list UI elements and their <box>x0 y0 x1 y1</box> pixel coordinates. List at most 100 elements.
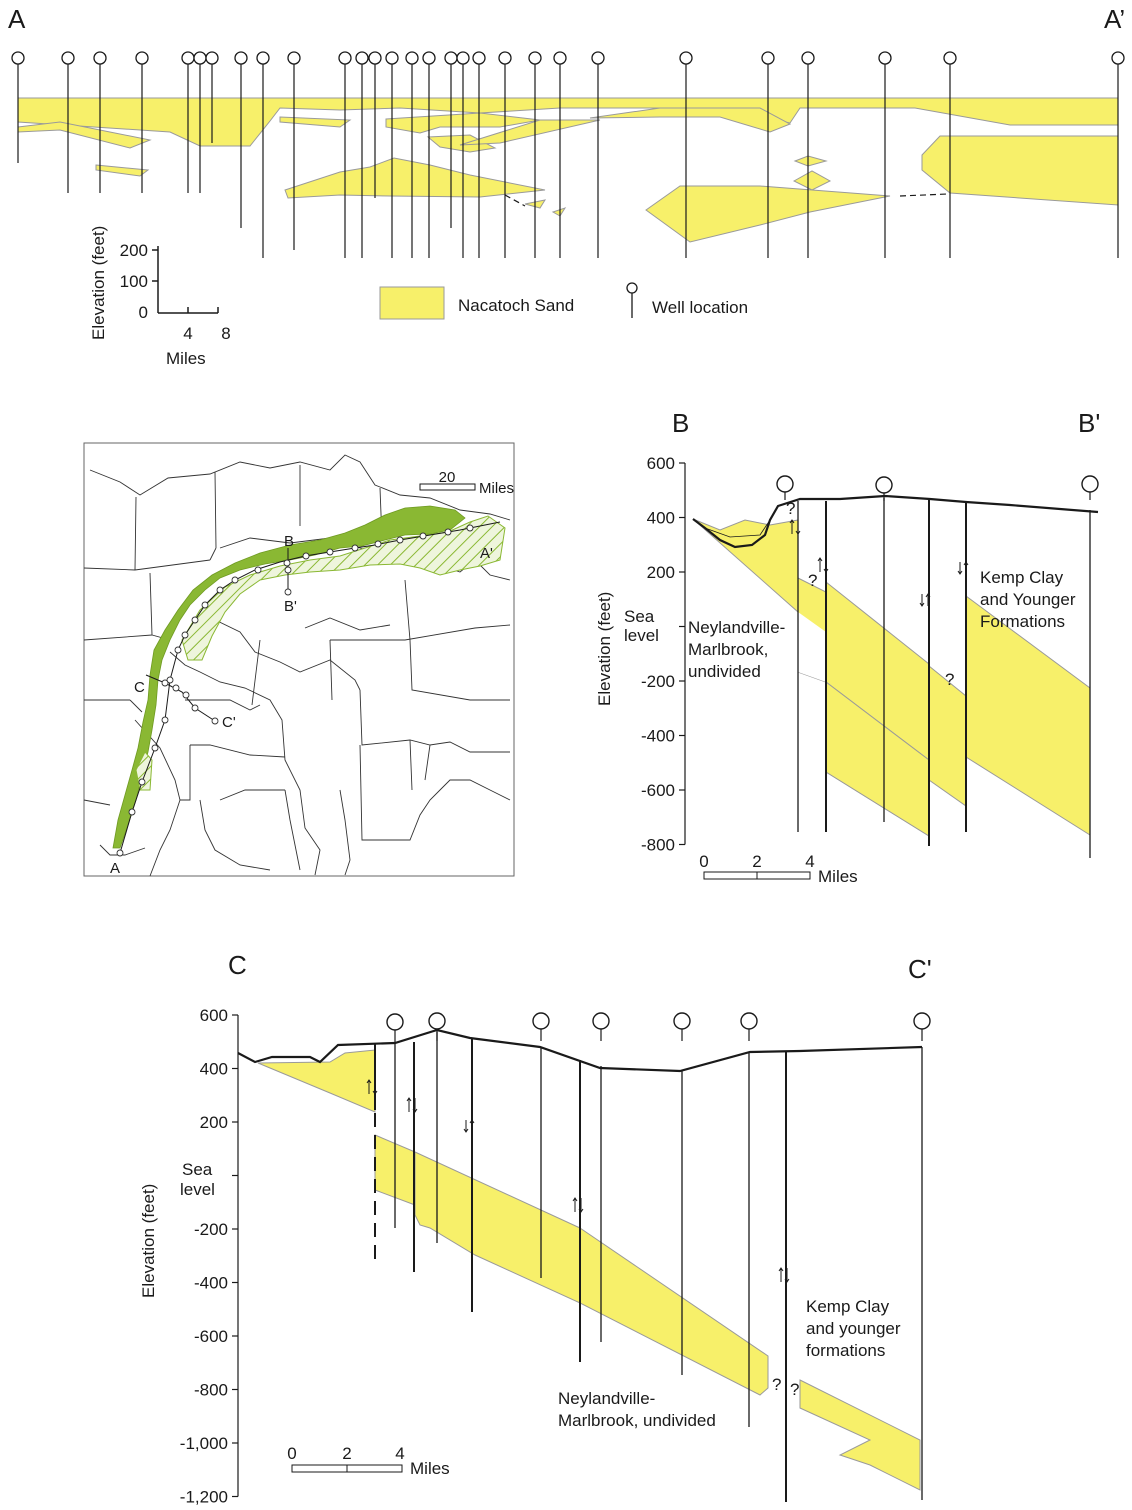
map-well-marker <box>216 586 224 594</box>
map-well-marker <box>138 778 146 786</box>
well-a <box>878 51 892 258</box>
section-c-unit-right-label: and younger <box>806 1319 901 1338</box>
map-well-marker <box>161 679 169 687</box>
sand-block-1 <box>692 518 799 614</box>
index-map: 20 Miles B A' B' C C' A <box>83 442 515 877</box>
y-tick-label: -800 <box>641 836 675 855</box>
well-head-c <box>532 1012 550 1030</box>
well-a <box>422 51 436 258</box>
y-tick-label: -800 <box>194 1381 228 1400</box>
map-scale: 20 Miles <box>419 469 514 497</box>
section-c-x-tick: 0 <box>287 1444 296 1463</box>
map-well-marker <box>374 540 382 548</box>
well-a <box>472 51 486 258</box>
map-well-marker <box>419 532 427 540</box>
section-b-unit-right-label: Kemp Clay <box>980 568 1064 587</box>
section-a-x-tick: 8 <box>221 324 230 343</box>
section-b-x-tick: 0 <box>699 852 708 871</box>
y-axis-label: Elevation (feet) <box>139 1184 158 1298</box>
map-well-marker <box>166 676 174 684</box>
sand-lens-14 <box>921 135 1119 206</box>
well-a <box>385 51 399 258</box>
section-c-sea-level-label: level <box>180 1180 215 1199</box>
section-a-x-unit: Miles <box>166 349 206 368</box>
fault-arrows-b <box>789 519 969 607</box>
section-a-y-tick: 100 <box>120 272 148 291</box>
uncertain-mark: ? <box>772 1375 781 1394</box>
y-tick-label: 200 <box>647 563 675 582</box>
line-c-c-prime <box>145 674 216 722</box>
section-b-right-label: B' <box>1078 408 1100 438</box>
section-c-sea-level-label: Sea <box>182 1160 213 1179</box>
map-scale-unit: Miles <box>479 480 514 497</box>
section-c-left-label: C <box>228 950 247 980</box>
y-tick-label: -600 <box>641 781 675 800</box>
sand-lens-12 <box>792 170 832 191</box>
section-c-x-unit: Miles <box>410 1459 450 1478</box>
well-a <box>135 51 149 193</box>
y-tick-label: 200 <box>200 1113 228 1132</box>
map-well-marker <box>201 601 209 609</box>
map-well-marker <box>284 566 292 574</box>
sand-lens-11 <box>793 155 828 167</box>
well-a <box>368 51 382 198</box>
section-b-unit-right-label: Formations <box>980 612 1065 631</box>
y-tick-label: -1,000 <box>180 1434 228 1453</box>
well-head-b <box>1081 475 1099 493</box>
section-a-right-label: A’ <box>1104 4 1125 34</box>
section-a-x-tick: 4 <box>183 324 192 343</box>
section-c-right-label: C' <box>908 954 932 984</box>
nacatoch-sand-bodies-a <box>17 97 1119 243</box>
section-c-x-tick: 2 <box>342 1444 351 1463</box>
well-a <box>405 51 419 258</box>
well-a <box>444 51 458 228</box>
y-tick-label: 400 <box>200 1060 228 1079</box>
map-frame <box>83 442 515 877</box>
outcrop-hatch-main <box>181 515 506 661</box>
map-label-a: A <box>110 860 120 877</box>
well-head-b <box>776 475 794 493</box>
legend-well-label: Well location <box>652 298 748 317</box>
map-well-marker <box>151 744 159 752</box>
uncertain-mark: ? <box>808 571 817 590</box>
map-scale-value: 20 <box>439 469 456 486</box>
section-a-y-tick: 200 <box>120 241 148 260</box>
well-a <box>1111 51 1125 258</box>
section-c-x-tick: 4 <box>395 1444 404 1463</box>
well-a <box>528 51 542 258</box>
well-a <box>679 51 693 258</box>
section-b-x-unit: Miles <box>818 867 858 886</box>
well-a <box>234 51 248 228</box>
section-b-x-tick: 2 <box>752 852 761 871</box>
y-tick-label: -200 <box>194 1220 228 1239</box>
well-a <box>256 51 270 258</box>
map-label-b-prime: B' <box>284 598 297 615</box>
map-well-marker <box>161 716 169 724</box>
scale-c: 0 2 4 Miles <box>287 1444 449 1478</box>
fault-arrows-c <box>366 1079 790 1283</box>
map-label-a-prime: A' <box>480 545 493 562</box>
map-well-marker <box>254 566 262 574</box>
well-a <box>61 51 75 193</box>
map-label-c: C <box>134 679 145 696</box>
map-well-marker <box>396 536 404 544</box>
section-c-unit-lower-label: Marlbrook, undivided <box>558 1411 716 1430</box>
scale-b: 0 2 4 Miles <box>699 852 857 886</box>
section-b-left-label: B <box>672 408 689 438</box>
well-a <box>93 51 107 193</box>
section-a-left-label: A <box>8 4 26 34</box>
sand-lens-2 <box>95 164 150 177</box>
section-b-sea-level-label: Sea <box>624 607 655 626</box>
well-a <box>181 51 195 193</box>
nacatoch-sand-bodies-c <box>257 1049 921 1491</box>
map-label-c-prime: C' <box>222 714 236 731</box>
map-label-b: B <box>284 533 294 550</box>
well-a <box>943 51 957 258</box>
sand-c-5 <box>799 1379 921 1491</box>
map-well-marker <box>174 646 182 654</box>
section-b-unit-left-label: undivided <box>688 662 761 681</box>
well-head-c <box>673 1012 691 1030</box>
uncertain-mark: ? <box>786 499 795 518</box>
map-well-marker <box>466 524 474 532</box>
